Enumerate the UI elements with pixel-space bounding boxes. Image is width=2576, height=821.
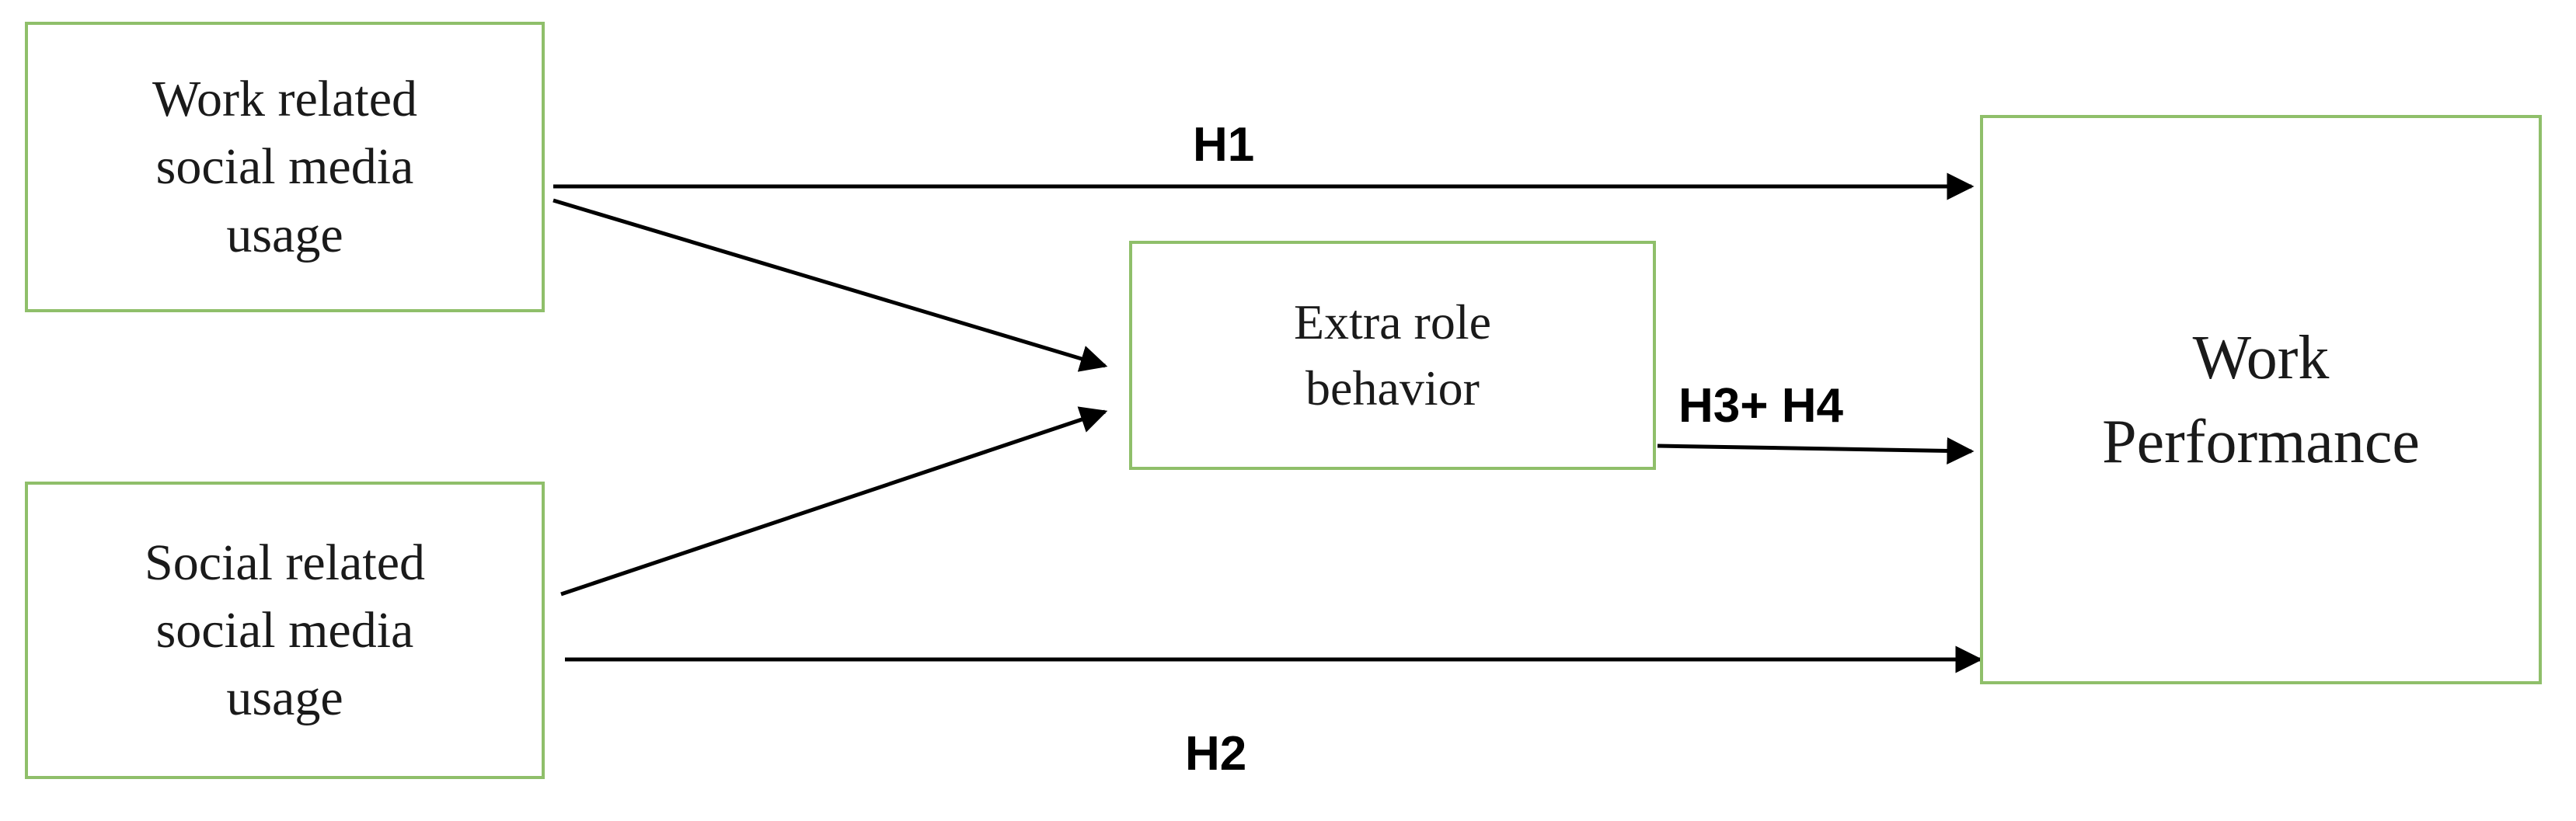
arrow-extra-role-to-performance bbox=[1657, 437, 1975, 464]
node-work-performance: Work Performance bbox=[1980, 115, 2542, 684]
node-work-related-label: Work related social media usage bbox=[152, 71, 418, 263]
hypothesis-label-h2: H2 bbox=[1185, 727, 1247, 781]
arrow-work-to-extra-role bbox=[552, 198, 1108, 372]
node-extra-role-behavior: Extra role behavior bbox=[1129, 241, 1656, 470]
node-work-related-social-media-usage: Work related social media usage bbox=[25, 22, 545, 312]
node-social-related-social-media-usage: Social related social media usage bbox=[25, 482, 545, 779]
hypothesis-label-h1: H1 bbox=[1193, 118, 1255, 172]
node-work-performance-label: Work Performance bbox=[2102, 323, 2420, 476]
arrow-social-to-extra-role bbox=[560, 406, 1108, 597]
node-social-related-label: Social related social media usage bbox=[144, 534, 425, 727]
node-extra-role-label: Extra role behavior bbox=[1293, 294, 1492, 416]
hypothesis-label-h3-h4: H3+ H4 bbox=[1678, 379, 1843, 433]
